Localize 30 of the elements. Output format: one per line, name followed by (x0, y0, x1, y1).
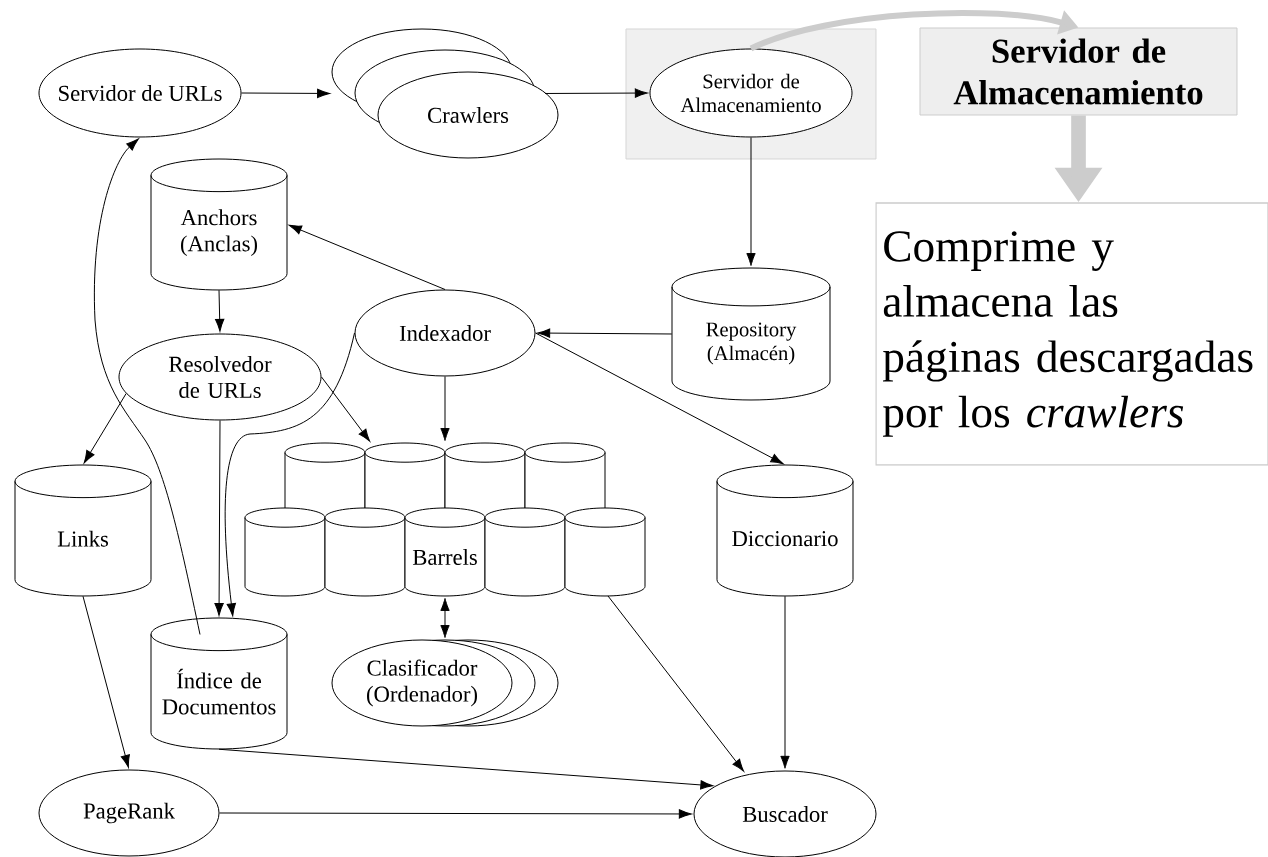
arrow (214, 420, 224, 616)
database-cylinder: Diccionario (716, 464, 854, 597)
note-box: Comprime y almacena las páginas descargadas por los crawlers (875, 202, 1268, 466)
arrow (440, 598, 450, 638)
database-cylinder: Índice de Documentos (150, 617, 288, 750)
ellipse-stack: Clasificador (Ordenador) (331, 639, 559, 727)
arrow (288, 224, 446, 290)
database-cylinder: Repository (Almacén) (671, 267, 831, 401)
arrow (218, 748, 714, 790)
arrow (321, 376, 371, 442)
arrow (219, 809, 692, 819)
database-cylinder: Anchors (Anclas) (150, 158, 288, 291)
database-cylinder: Links (14, 464, 152, 597)
arrow (83, 393, 127, 464)
ellipse-stack: Crawlers (331, 28, 559, 159)
arrow (537, 328, 673, 338)
arrow (82, 595, 130, 768)
arrow (746, 137, 756, 266)
arrow (440, 376, 450, 441)
heading-box: Servidor de Almacenamiento (919, 27, 1238, 116)
arrow (224, 332, 355, 617)
cylinder-array: Barrels (244, 442, 646, 597)
arrow (215, 289, 225, 332)
node-label: Barrels (412, 549, 477, 565)
arrow (544, 88, 648, 98)
arrow (607, 595, 745, 772)
arrow (241, 88, 330, 99)
arrow (780, 595, 790, 769)
arrow (535, 332, 784, 465)
arrow (93, 138, 201, 635)
